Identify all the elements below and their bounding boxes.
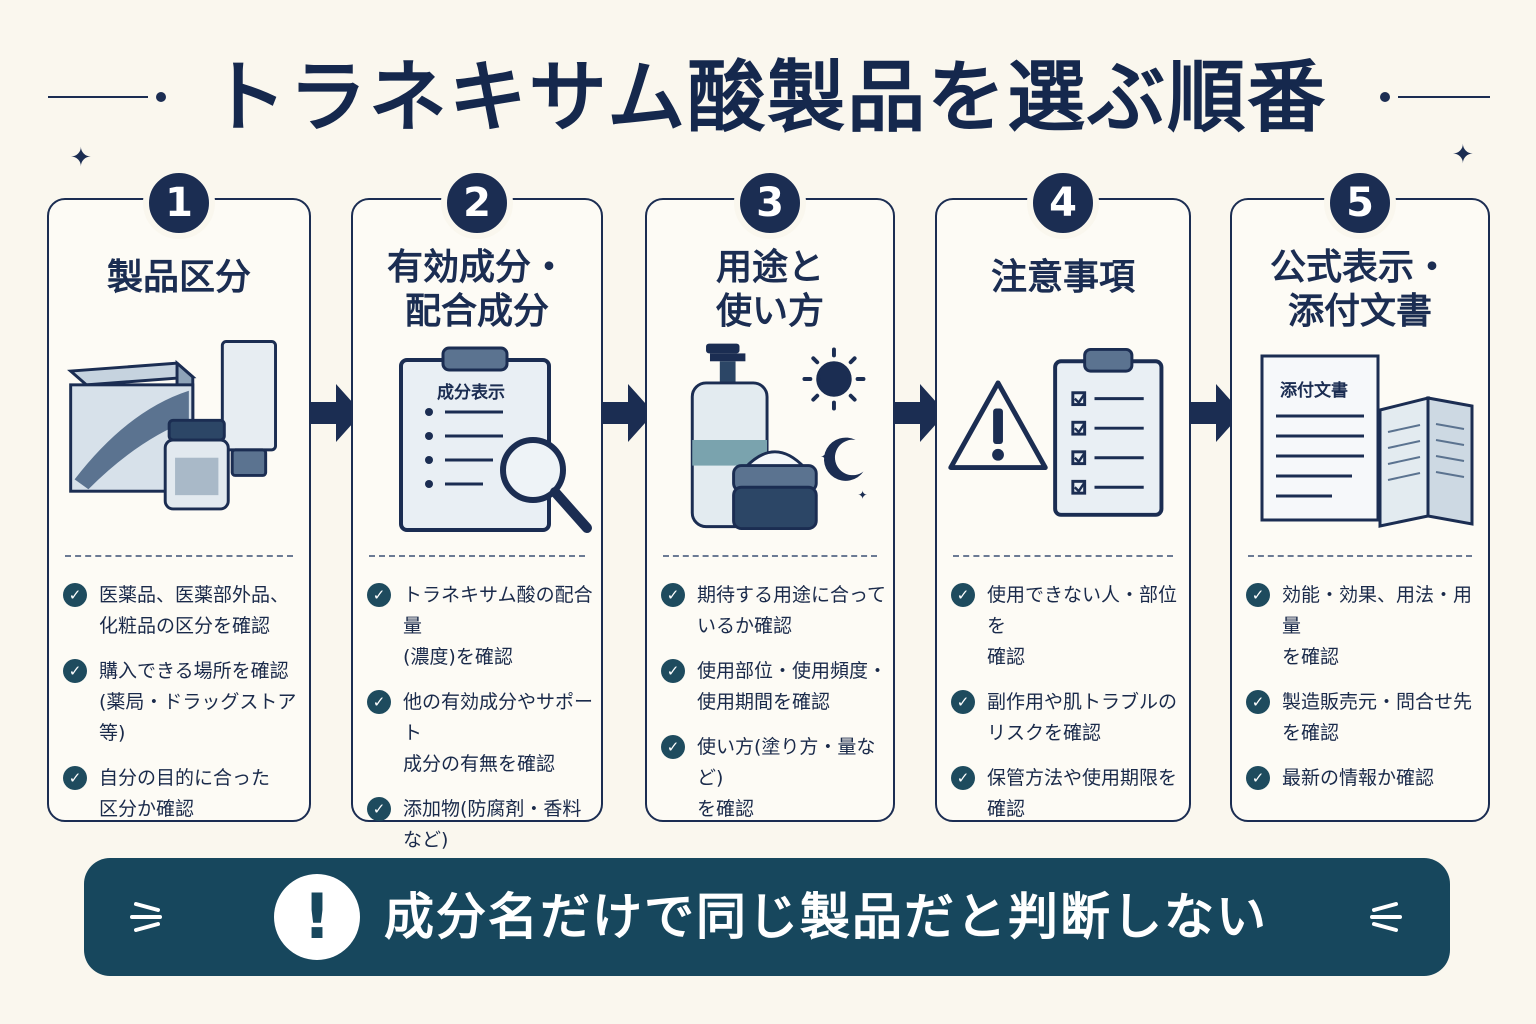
banner-text: 成分名だけで同じ製品だと判断しない — [384, 888, 1268, 946]
step-items: ✓ 効能・効果、用法・用量 を確認 ✓ 製造販売元・問合せ先 を確認 ✓ 最新の… — [1246, 580, 1482, 808]
step-number-badge: 5 — [1324, 167, 1396, 239]
page-title: トラネキサム酸製品を選ぶ順番 — [208, 53, 1328, 143]
sparkle-icon: ✦ — [1452, 140, 1474, 170]
list-item: ✓ 自分の目的に合った 区分か確認 — [63, 763, 303, 825]
step-number-badge: 2 — [441, 167, 513, 239]
check-icon: ✓ — [63, 659, 87, 683]
check-icon: ✓ — [63, 766, 87, 790]
list-item: ✓ 製造販売元・問合せ先 を確認 — [1246, 687, 1482, 749]
step-card-5: 5 公式表示・ 添付文書 添付文書 — [1230, 167, 1490, 822]
divider — [663, 555, 877, 557]
svg-text:✦: ✦ — [858, 488, 868, 502]
step-items: ✓ 使用できない人・部位を 確認 ✓ 副作用や肌トラブルの リスクを確認 ✓ 保… — [951, 580, 1183, 839]
check-icon: ✓ — [1246, 583, 1270, 607]
step-items: ✓ 医薬品、医薬部外品、 化粧品の区分を確認 ✓ 購入できる場所を確認 (薬局・… — [63, 580, 303, 839]
divider — [65, 555, 293, 557]
clipboard-icon — [399, 346, 592, 533]
check-icon: ✓ — [951, 766, 975, 790]
sparkle-icon: ✦ — [70, 143, 92, 173]
moon-icon: ✦ ✦ — [820, 437, 868, 502]
check-icon: ✓ — [951, 583, 975, 607]
tube-icon — [220, 340, 277, 477]
list-item: ✓ 期待する用途に合って いるか確認 — [661, 580, 887, 642]
list-item: ✓ 他の有効成分やサポート 成分の有無を確認 — [367, 687, 595, 780]
title-line-left — [48, 96, 148, 98]
step-title: 注意事項 — [990, 257, 1135, 298]
arrow-right-icon — [1190, 384, 1242, 442]
magnifier-icon — [500, 437, 592, 533]
cosmetics-illustration: ✦ ✦ — [690, 343, 868, 531]
step-title: 製品区分 — [106, 257, 251, 298]
list-item: ✓ 副作用や肌トラブルの リスクを確認 — [951, 687, 1183, 749]
check-icon: ✓ — [661, 583, 685, 607]
divider — [1248, 555, 1472, 557]
document-illustration: 添付文書 — [1232, 340, 1488, 540]
caution-illustration — [948, 347, 1164, 517]
title-dot-right — [1380, 92, 1390, 102]
list-item: ✓ 購入できる場所を確認 (薬局・ドラッグストア等) — [63, 656, 303, 749]
step-card-2: 2 有効成分・ 配合成分 成分表示 ✓ トラネキサム酸の配合量 (濃度)を確認 — [351, 167, 603, 882]
illustration-label: 添付文書 — [1280, 381, 1348, 401]
emphasis-lines-icon — [1370, 902, 1402, 932]
step-title: 用途と 使い方 — [715, 247, 824, 332]
step-items: ✓ 期待する用途に合って いるか確認 ✓ 使用部位・使用頻度・ 使用期間を確認 … — [661, 580, 887, 839]
title-dot-left — [156, 92, 166, 102]
step-title: 有効成分・ 配合成分 — [386, 247, 567, 332]
step-number-badge: 4 — [1027, 167, 1099, 239]
arrow-right-icon — [894, 384, 946, 442]
check-icon: ✓ — [367, 797, 391, 821]
list-item: ✓ 使用できない人・部位を 確認 — [951, 580, 1183, 673]
exclamation-icon: ! — [274, 874, 360, 960]
step-card-3: 3 用途と 使い方 ✦ ✦ — [645, 167, 895, 822]
step-card-1: 1 製品区分 ✓ 医薬品、医薬部外品、 化粧品の区分を確認 ✓ 購入できる場所を… — [47, 167, 311, 822]
step-title: 公式表示・ 添付文書 — [1269, 247, 1450, 332]
list-item: ✓ 使い方(塗り方・量など) を確認 — [661, 732, 887, 825]
title-row: トラネキサム酸製品を選ぶ順番 — [0, 40, 1536, 150]
sun-icon — [802, 347, 866, 411]
check-icon: ✓ — [367, 583, 391, 607]
check-icon: ✓ — [63, 583, 87, 607]
list-item: ✓ トラネキサム酸の配合量 (濃度)を確認 — [367, 580, 595, 673]
check-icon: ✓ — [367, 690, 391, 714]
check-icon: ✓ — [661, 735, 685, 759]
list-item: ✓ 保管方法や使用期限を 確認 — [951, 763, 1183, 825]
svg-text:✦: ✦ — [820, 450, 832, 466]
list-item: ✓ 最新の情報か確認 — [1246, 763, 1482, 794]
emphasis-lines-icon — [130, 902, 162, 932]
step-number-badge: 3 — [734, 167, 806, 239]
clipboard-illustration: 成分表示 — [353, 340, 601, 540]
document-icon — [1260, 354, 1474, 528]
warning-icon — [948, 380, 1048, 471]
divider — [953, 555, 1173, 557]
step-number-badge: 1 — [143, 167, 215, 239]
leaflet-icon — [1378, 396, 1474, 528]
arrow-right-icon — [602, 384, 654, 442]
products-illustration — [67, 340, 277, 511]
list-item: ✓ 効能・効果、用法・用量 を確認 — [1246, 580, 1482, 673]
list-item: ✓ 医薬品、医薬部外品、 化粧品の区分を確認 — [63, 580, 303, 642]
arrow-right-icon — [310, 384, 362, 442]
illustration-label: 成分表示 — [437, 383, 505, 403]
checklist-icon — [1053, 347, 1164, 517]
cream-jar-icon — [732, 450, 818, 531]
check-icon: ✓ — [1246, 690, 1270, 714]
step-card-4: 4 注意事項 ✓ 使用できない人・部位を 確認 — [935, 167, 1191, 822]
warning-banner: ! 成分名だけで同じ製品だと判断しない — [84, 858, 1450, 976]
jar-icon — [163, 418, 230, 511]
check-icon: ✓ — [661, 659, 685, 683]
check-icon: ✓ — [1246, 766, 1270, 790]
divider — [369, 555, 585, 557]
step-items: ✓ トラネキサム酸の配合量 (濃度)を確認 ✓ 他の有効成分やサポート 成分の有… — [367, 580, 595, 901]
list-item: ✓ 使用部位・使用頻度・ 使用期間を確認 — [661, 656, 887, 718]
check-icon: ✓ — [951, 690, 975, 714]
title-line-right — [1398, 96, 1490, 98]
